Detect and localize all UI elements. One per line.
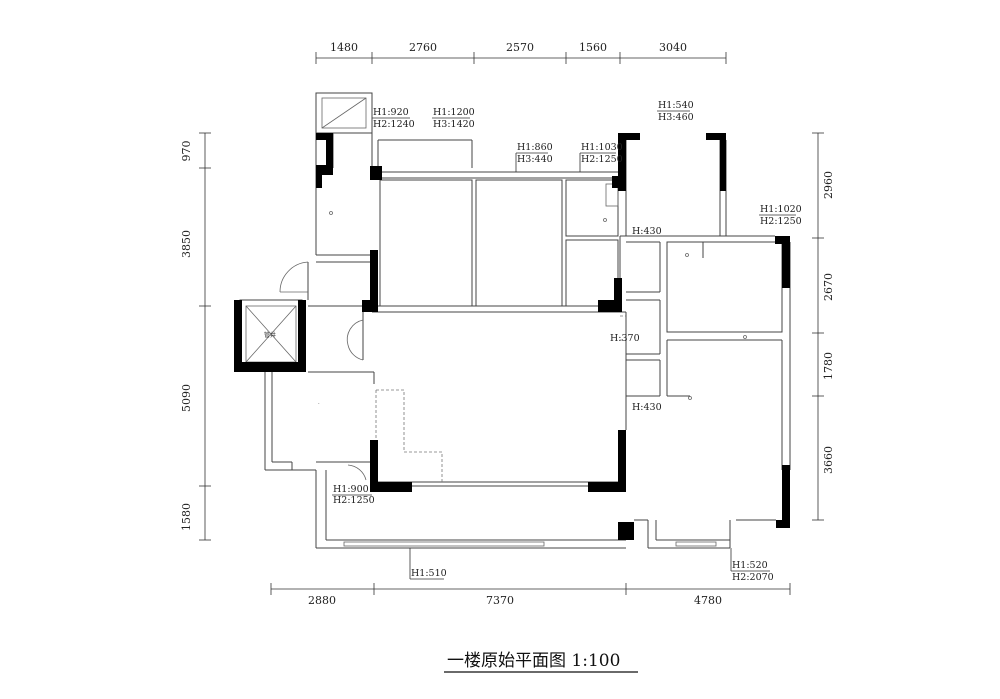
svg-text:H1:1020: H1:1020 xyxy=(760,204,802,215)
svg-text:H2:2070: H2:2070 xyxy=(732,572,774,583)
dim-left-2: 3850 xyxy=(180,230,193,258)
annotation-9: H:430 xyxy=(632,402,662,413)
dimension-labels-bottom: 2880 7370 4780 xyxy=(308,594,722,607)
tiny-label: - xyxy=(318,401,320,406)
svg-text:H1:540: H1:540 xyxy=(658,100,694,111)
svg-text:H3:1420: H3:1420 xyxy=(433,119,475,130)
svg-text:H2:1250: H2:1250 xyxy=(581,154,623,165)
svg-text:H1:920: H1:920 xyxy=(373,107,409,118)
dim-bottom-3: 4780 xyxy=(694,594,722,607)
dim-top-2: 2760 xyxy=(409,41,437,54)
svg-text:H2:1250: H2:1250 xyxy=(333,495,375,506)
dim-right-2: 2670 xyxy=(822,273,835,301)
annotation-5: H1:540 H3:460 xyxy=(657,100,694,123)
svg-text:H1:510: H1:510 xyxy=(411,568,447,579)
svg-text:H:430: H:430 xyxy=(632,226,662,237)
annotation-8: H:370 xyxy=(610,333,640,344)
dim-bottom-1: 2880 xyxy=(308,594,336,607)
dim-right-1: 2960 xyxy=(822,171,835,199)
annotation-11: H1:510 xyxy=(409,548,447,580)
svg-text:H2:1240: H2:1240 xyxy=(373,119,415,130)
annotation-12: H1:520 H2:2070 xyxy=(730,548,774,583)
drawing-title: 一楼原始平面图 1:100 xyxy=(444,651,638,673)
title-text: 一楼原始平面图 1:100 xyxy=(447,651,620,671)
structural-walls xyxy=(234,133,790,540)
annotation-1: H1:920 H2:1240 xyxy=(372,107,415,130)
svg-text:H1:1200: H1:1200 xyxy=(433,107,475,118)
dimension-labels-right: 2960 2670 1780 3660 xyxy=(822,171,835,474)
svg-text:H1:860: H1:860 xyxy=(517,142,553,153)
dim-left-1: 970 xyxy=(180,141,193,162)
annotation-7: H:430 xyxy=(632,226,662,237)
annotation-6: H1:1020 H2:1250 xyxy=(759,204,802,227)
annotation-10: H1:900 H2:1250 xyxy=(332,484,375,506)
dim-top-1: 1480 xyxy=(330,41,358,54)
dimension-labels-left: 970 3850 5090 1580 xyxy=(180,141,193,532)
dim-top-5: 3040 xyxy=(659,41,687,54)
dim-left-3: 5090 xyxy=(180,384,193,412)
annotation-2: H1:1200 H3:1420 xyxy=(432,107,475,130)
svg-text:H1:1030: H1:1030 xyxy=(581,142,623,153)
svg-text:H1:900: H1:900 xyxy=(333,484,369,495)
dim-top-4: 1560 xyxy=(579,41,607,54)
svg-text:H2:1250: H2:1250 xyxy=(760,216,802,227)
svg-text:H3:460: H3:460 xyxy=(658,112,694,123)
annotation-3: H1:860 H3:440 xyxy=(515,142,553,172)
dim-top-3: 2570 xyxy=(506,41,534,54)
dim-right-3: 1780 xyxy=(822,352,835,380)
svg-text:H:430: H:430 xyxy=(632,402,662,413)
dimension-lines xyxy=(199,52,824,595)
dim-right-4: 3660 xyxy=(822,446,835,474)
shaft-label: 管井 xyxy=(264,331,276,339)
svg-text:H3:440: H3:440 xyxy=(517,154,553,165)
doors xyxy=(279,261,367,481)
svg-text:H:370: H:370 xyxy=(610,333,640,344)
svg-text:H1:520: H1:520 xyxy=(732,560,768,571)
thin-walls: - xyxy=(239,92,791,549)
dim-bottom-2: 7370 xyxy=(486,594,514,607)
dimension-labels-top: 1480 2760 2570 1560 3040 xyxy=(330,41,687,54)
dim-left-4: 1580 xyxy=(180,503,193,531)
annotation-4: H1:1030 H2:1250 xyxy=(579,142,623,172)
height-annotations: H1:920 H2:1240 H1:1200 H3:1420 H1:860 H3… xyxy=(332,100,802,583)
